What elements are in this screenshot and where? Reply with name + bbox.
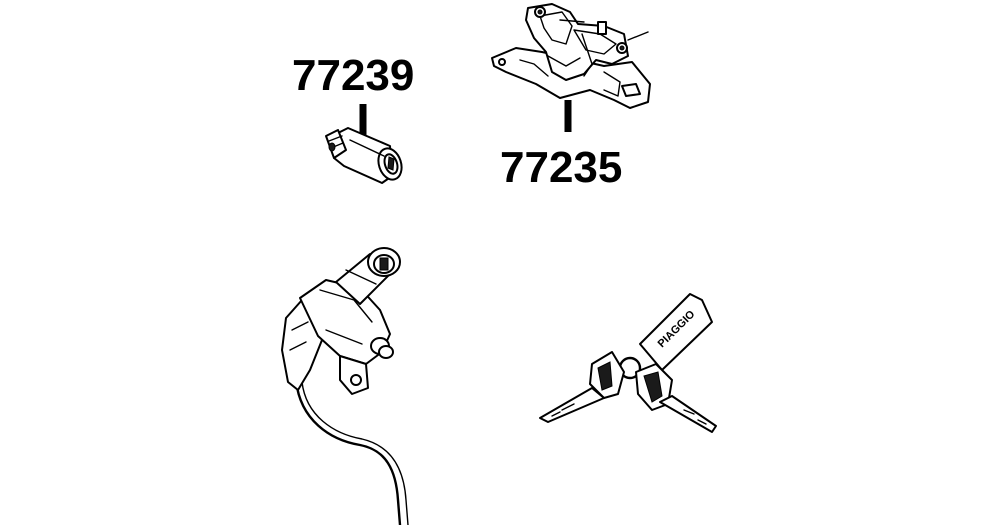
part-number-77239: 77239 [292, 51, 414, 100]
key-left [539, 351, 625, 423]
ignition-switch-part [281, 247, 409, 525]
key-set-part: PIAGGIO [539, 293, 717, 433]
part-number-77235: 77235 [500, 143, 622, 192]
ignition-cable [294, 378, 402, 525]
key-right [635, 363, 717, 433]
seat-latch-drawing [491, 3, 651, 109]
lock-cylinder-drawing [325, 127, 403, 184]
lock-cylinder-part: 77239 [292, 51, 414, 184]
seat-latch-part: 77235 [491, 3, 651, 192]
